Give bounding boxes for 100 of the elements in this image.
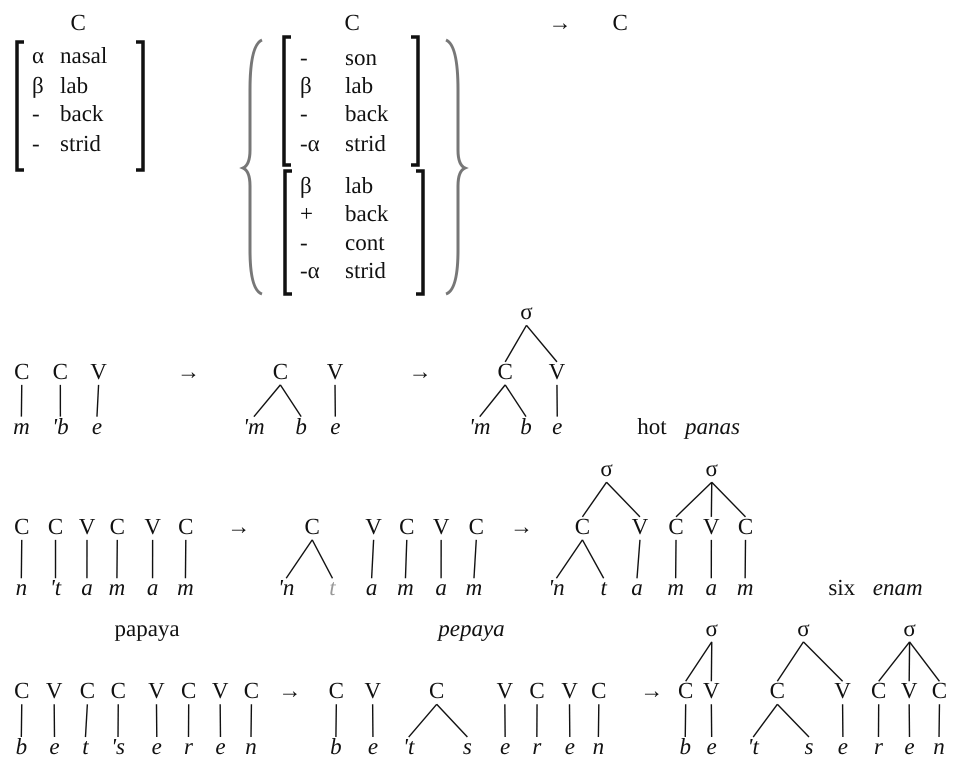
association-line: [20, 540, 22, 578]
association-line: [504, 324, 528, 362]
feature-value: -: [300, 102, 308, 125]
association-line: [20, 384, 22, 417]
segment-letter: 'b: [52, 414, 69, 438]
syllable-symbol: σ: [706, 616, 718, 640]
feature-value: -: [300, 231, 308, 254]
segment-letter: m: [466, 576, 482, 600]
association-line: [504, 384, 527, 418]
segment-letter: 't: [748, 735, 759, 758]
segment-letter: 's: [111, 735, 125, 758]
feature-name: back: [60, 102, 104, 125]
rewrite-arrow: →: [408, 360, 432, 383]
association-line: [156, 704, 158, 738]
rewrite-arrow: →: [177, 360, 200, 383]
cv-slot-label: C: [304, 514, 320, 538]
segment-letter: t: [329, 576, 336, 600]
segment-letter: m: [667, 576, 684, 600]
feature-name: back: [345, 202, 388, 225]
cv-slot-label: V: [834, 679, 851, 702]
cv-slot-label: C: [770, 679, 786, 702]
association-line: [776, 642, 804, 682]
segment-letter: e: [552, 414, 562, 438]
association-line: [440, 540, 442, 578]
segment-letter: e: [706, 735, 717, 758]
association-line: [710, 642, 712, 682]
cv-slot-label: C: [52, 360, 68, 383]
association-line: [188, 704, 190, 738]
association-line: [636, 540, 641, 578]
segment-letter: a: [706, 576, 718, 600]
cv-slot-label: V: [496, 679, 514, 702]
association-line: [685, 642, 712, 682]
rewrite-arrow: →: [510, 514, 533, 538]
segment-letter: e: [368, 735, 378, 758]
association-line: [86, 540, 88, 578]
association-line: [582, 540, 604, 579]
segment-letter: s: [462, 735, 472, 758]
association-line: [250, 704, 252, 738]
association-line: [253, 384, 281, 418]
association-line: [84, 704, 88, 738]
association-line: [711, 482, 746, 518]
segment-letter: 'm: [468, 414, 490, 438]
feature-name: son: [345, 46, 377, 69]
cv-slot-label: V: [703, 514, 720, 538]
association-line: [710, 482, 712, 517]
segment-letter: e: [838, 735, 848, 758]
segment-letter: e: [564, 735, 575, 758]
segment-letter: 'n: [548, 576, 565, 600]
syllable-symbol: σ: [520, 300, 533, 324]
feature-name: strid: [60, 132, 101, 155]
segment-letter: b: [295, 414, 307, 438]
syllable-symbol: σ: [706, 457, 718, 480]
cv-slot-label: V: [900, 679, 918, 702]
association-line: [54, 704, 56, 738]
cv-slot-label: V: [703, 679, 720, 702]
segment-letter: r: [532, 735, 542, 758]
association-line: [504, 704, 506, 738]
cv-slot-label: C: [871, 679, 886, 702]
cv-slot-label: V: [78, 514, 96, 538]
feature-value: +: [300, 202, 313, 225]
slot-label: C: [344, 11, 360, 34]
cv-slot-label: C: [498, 360, 513, 383]
cv-slot-label: V: [326, 360, 344, 383]
cv-slot-label: V: [548, 360, 566, 383]
cv-slot-label: C: [110, 514, 125, 538]
segment-letter: e: [904, 735, 915, 758]
cv-slot-label: C: [468, 514, 484, 538]
segment-letter: m: [397, 576, 414, 600]
segment-letter: a: [435, 576, 447, 600]
segment-letter: n: [245, 735, 257, 758]
slot-label: C: [70, 11, 86, 34]
association-line: [776, 704, 810, 738]
cv-slot-label: V: [148, 679, 165, 702]
association-line: [908, 642, 910, 682]
segment-letter: t: [600, 576, 607, 600]
segment-letter: e: [330, 414, 340, 438]
segment-letter: a: [366, 576, 378, 600]
segment-letter: e: [152, 735, 162, 758]
segment-letter: b: [16, 735, 28, 758]
association-line: [473, 540, 477, 578]
cv-slot-label: C: [668, 514, 684, 538]
association-line: [335, 704, 338, 738]
association-line: [842, 704, 844, 738]
cv-slot-label: V: [144, 514, 161, 538]
association-line: [280, 384, 302, 418]
segment-letter: b: [520, 414, 532, 438]
association-line: [878, 704, 880, 738]
association-line: [802, 641, 844, 682]
association-line: [582, 482, 608, 518]
association-line: [684, 704, 686, 738]
segment-letter: s: [804, 735, 814, 758]
cv-slot-label: V: [364, 679, 381, 702]
association-line: [184, 540, 186, 578]
cv-slot-label: C: [429, 679, 444, 702]
association-line: [312, 540, 334, 579]
association-line: [286, 539, 313, 579]
cv-slot-label: C: [591, 679, 606, 702]
example-word: enam: [872, 576, 923, 600]
segment-letter: r: [874, 735, 883, 758]
association-line: [219, 704, 222, 738]
